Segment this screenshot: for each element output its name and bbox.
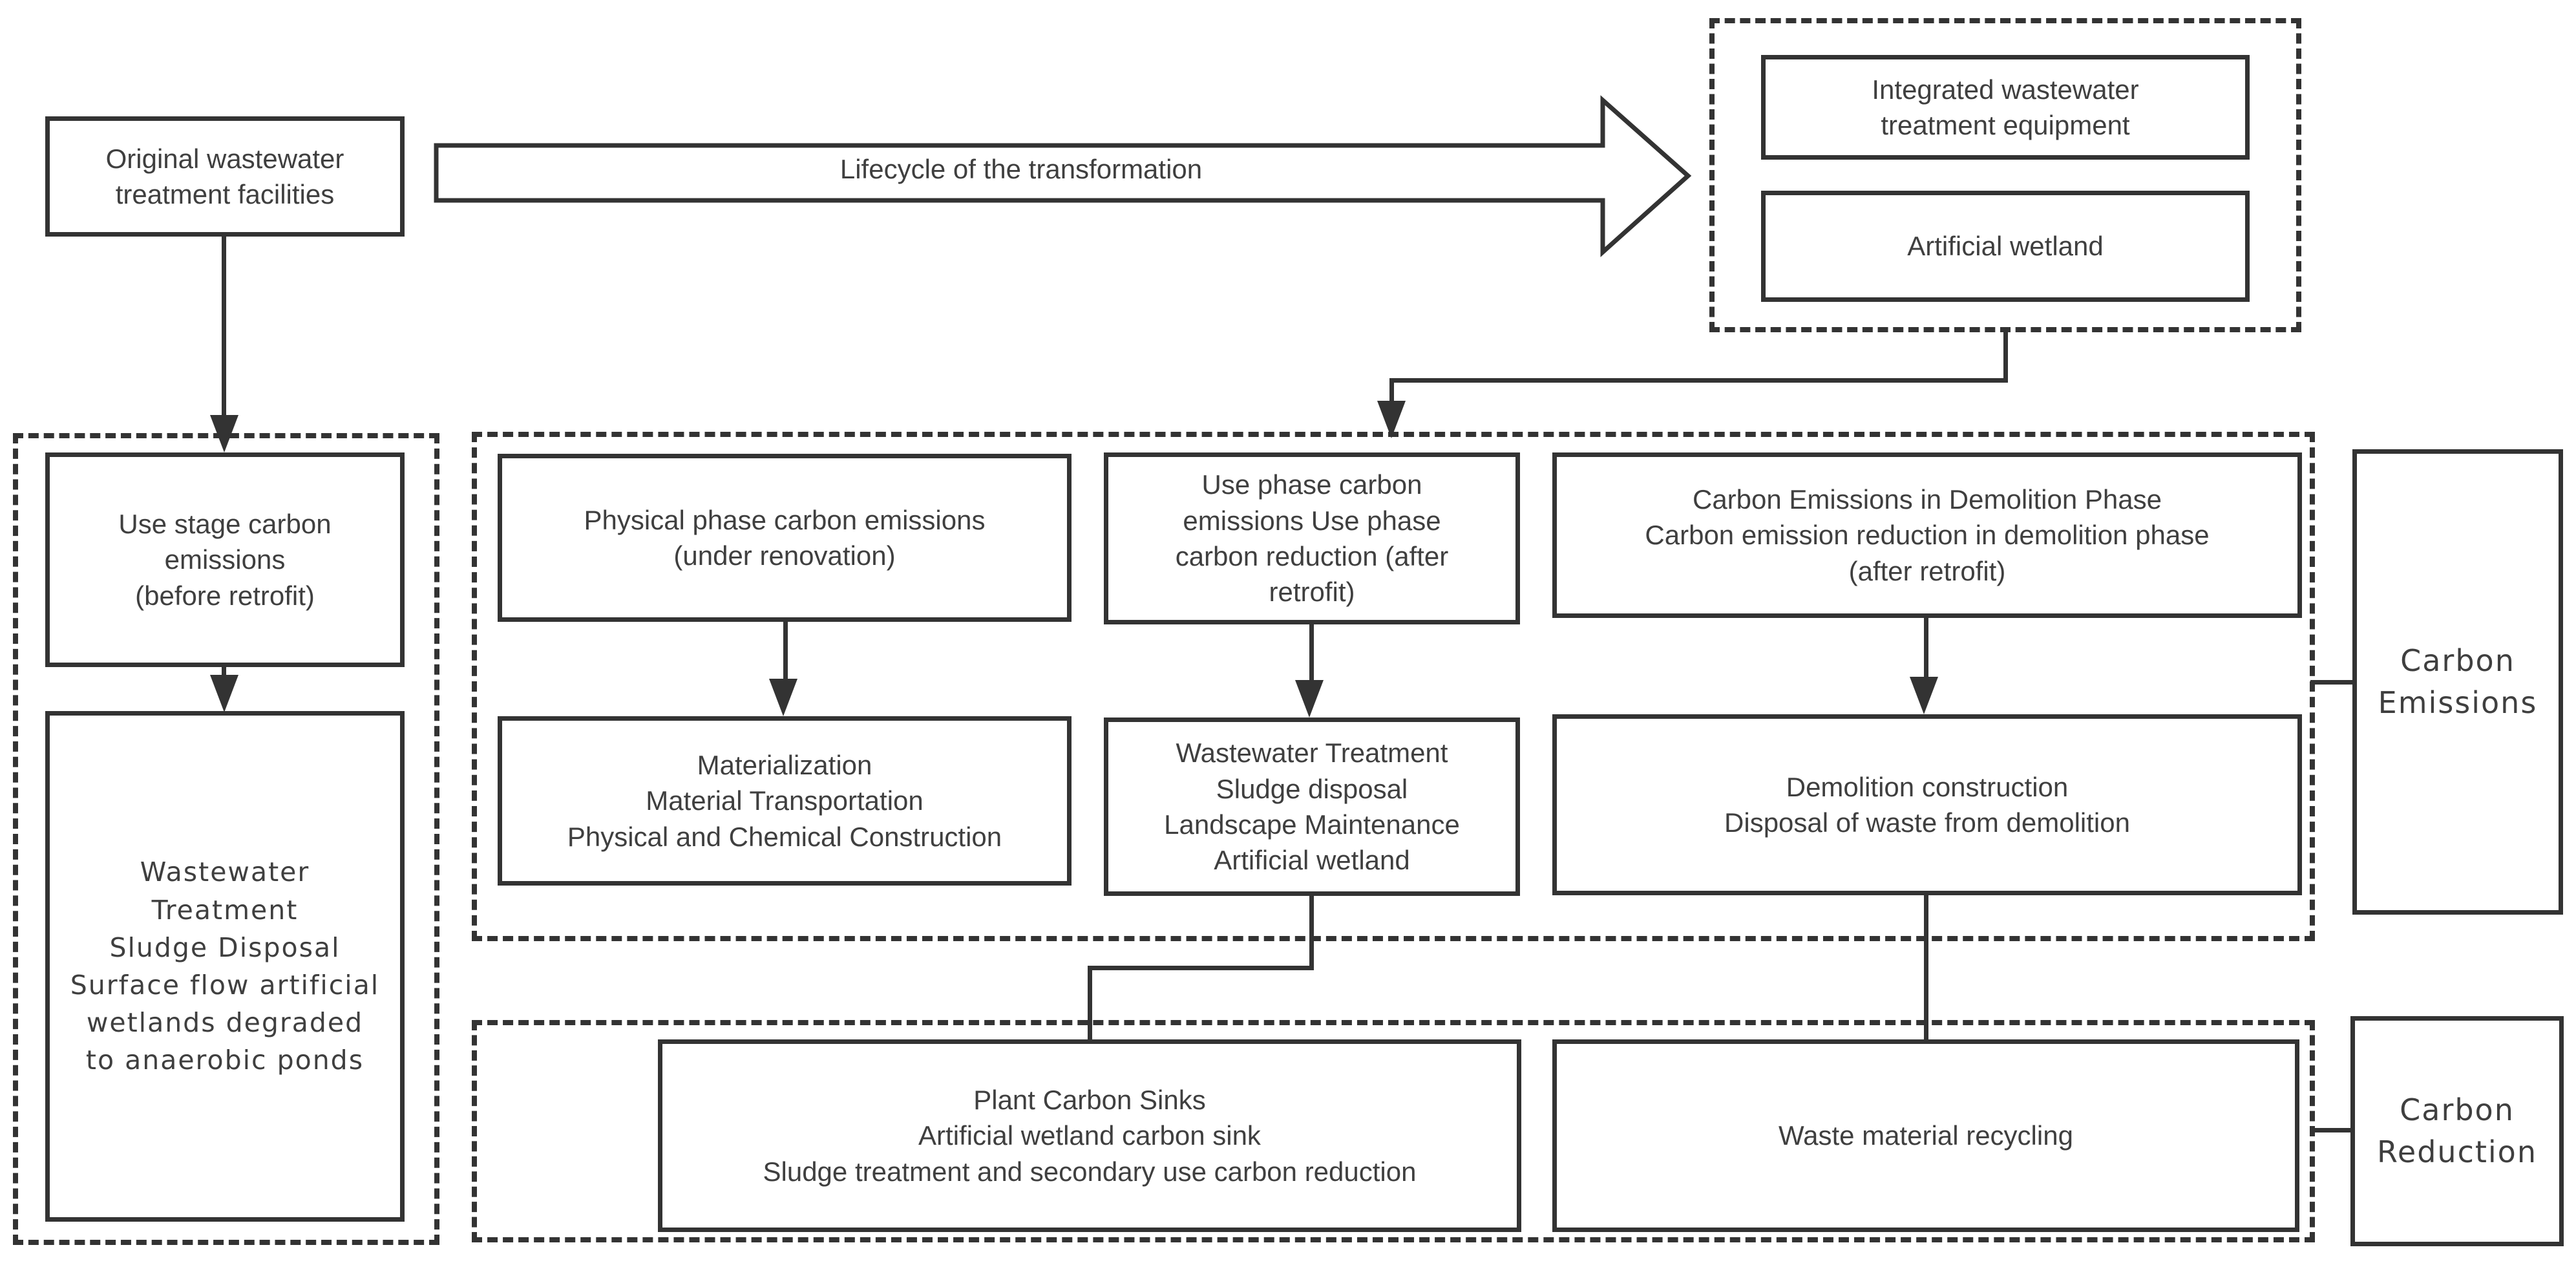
integrated-equipment-label: Integrated wastewater treatment equipmen… (1872, 74, 2139, 140)
down-arrowhead-icon (210, 675, 238, 712)
carbon-emissions-box: Carbon Emissions (2352, 449, 2563, 915)
demolition-activities-label: Demolition construction Disposal of wast… (1724, 771, 2130, 838)
waste-recycling-box: Waste material recycling (1552, 1039, 2299, 1232)
before-retrofit-activities-label: Wastewater Treatment Sludge Disposal Sur… (70, 856, 380, 1076)
connector-into-sinks (1088, 970, 1092, 1039)
connector-use-stage-to-activities (222, 667, 226, 680)
plant-carbon-sinks-box: Plant Carbon Sinks Artificial wetland ca… (658, 1039, 1521, 1232)
carbon-reduction-box: Carbon Reduction (2350, 1016, 2564, 1246)
use-activities-label: Wastewater Treatment Sludge disposal Lan… (1164, 738, 1460, 876)
demolition-phase-box: Carbon Emissions in Demolition Phase Car… (1552, 452, 2302, 618)
use-stage-emissions-label: Use stage carbon emissions (before retro… (118, 508, 332, 611)
use-stage-emissions-box: Use stage carbon emissions (before retro… (45, 452, 405, 667)
physical-phase-box: Physical phase carbon emissions (under r… (498, 454, 1072, 622)
connector-emissions-group-to-box (2310, 680, 2352, 685)
integrated-equipment-box: Integrated wastewater treatment equipmen… (1761, 55, 2250, 160)
connector-useactivities-horizontal (1088, 966, 1314, 970)
carbon-reduction-label: Carbon Reduction (2377, 1092, 2537, 1169)
demolition-activities-box: Demolition construction Disposal of wast… (1552, 714, 2302, 895)
carbon-emissions-label: Carbon Emissions (2378, 643, 2538, 720)
transformed-facilities-group (1709, 18, 2301, 332)
original-facilities-label: Original wastewater treatment facilities (105, 143, 344, 209)
demolition-phase-label: Carbon Emissions in Demolition Phase Car… (1645, 484, 2210, 586)
down-arrowhead-icon (769, 679, 797, 716)
materialization-label: Materialization Material Transportation … (567, 749, 1002, 852)
connector-demoactivities-to-recycling (1924, 895, 1928, 1039)
artificial-wetland-label: Artificial wetland (1907, 231, 2104, 262)
connector-reduction-group-to-box (2310, 1128, 2350, 1132)
down-arrowhead-icon (1910, 677, 1938, 714)
use-phase-label: Use phase carbon emissions Use phase car… (1175, 469, 1449, 608)
plant-carbon-sinks-label: Plant Carbon Sinks Artificial wetland ca… (763, 1084, 1417, 1187)
original-facilities-box: Original wastewater treatment facilities (45, 116, 405, 237)
down-arrowhead-icon (1295, 680, 1324, 718)
carbon-emissions-group (472, 432, 2315, 941)
connector-transformed-horizontal (1389, 378, 2008, 383)
artificial-wetland-box: Artificial wetland (1761, 191, 2250, 302)
connector-transformed-vertical (2003, 331, 2008, 383)
connector-transformed-drop (1389, 378, 1394, 417)
connector-useactivities-drop (1309, 896, 1314, 970)
use-phase-box: Use phase carbon emissions Use phase car… (1104, 452, 1520, 624)
use-activities-box: Wastewater Treatment Sludge disposal Lan… (1104, 718, 1520, 896)
lifecycle-arrow-label: Lifecycle of the transformation (839, 154, 1203, 184)
waste-recycling-label: Waste material recycling (1779, 1120, 2073, 1151)
connector-physical-to-materialization (783, 622, 788, 680)
connector-original-to-use-stage (222, 236, 226, 423)
connector-usephase-to-useactivities (1309, 624, 1314, 681)
physical-phase-label: Physical phase carbon emissions (under r… (584, 504, 986, 571)
before-retrofit-group (13, 433, 439, 1245)
connector-demophase-to-demoactivities (1924, 618, 1928, 677)
lifecycle-arrow-icon (434, 95, 1692, 257)
materialization-box: Materialization Material Transportation … (498, 716, 1072, 886)
before-retrofit-activities-box: Wastewater Treatment Sludge Disposal Sur… (45, 711, 405, 1222)
